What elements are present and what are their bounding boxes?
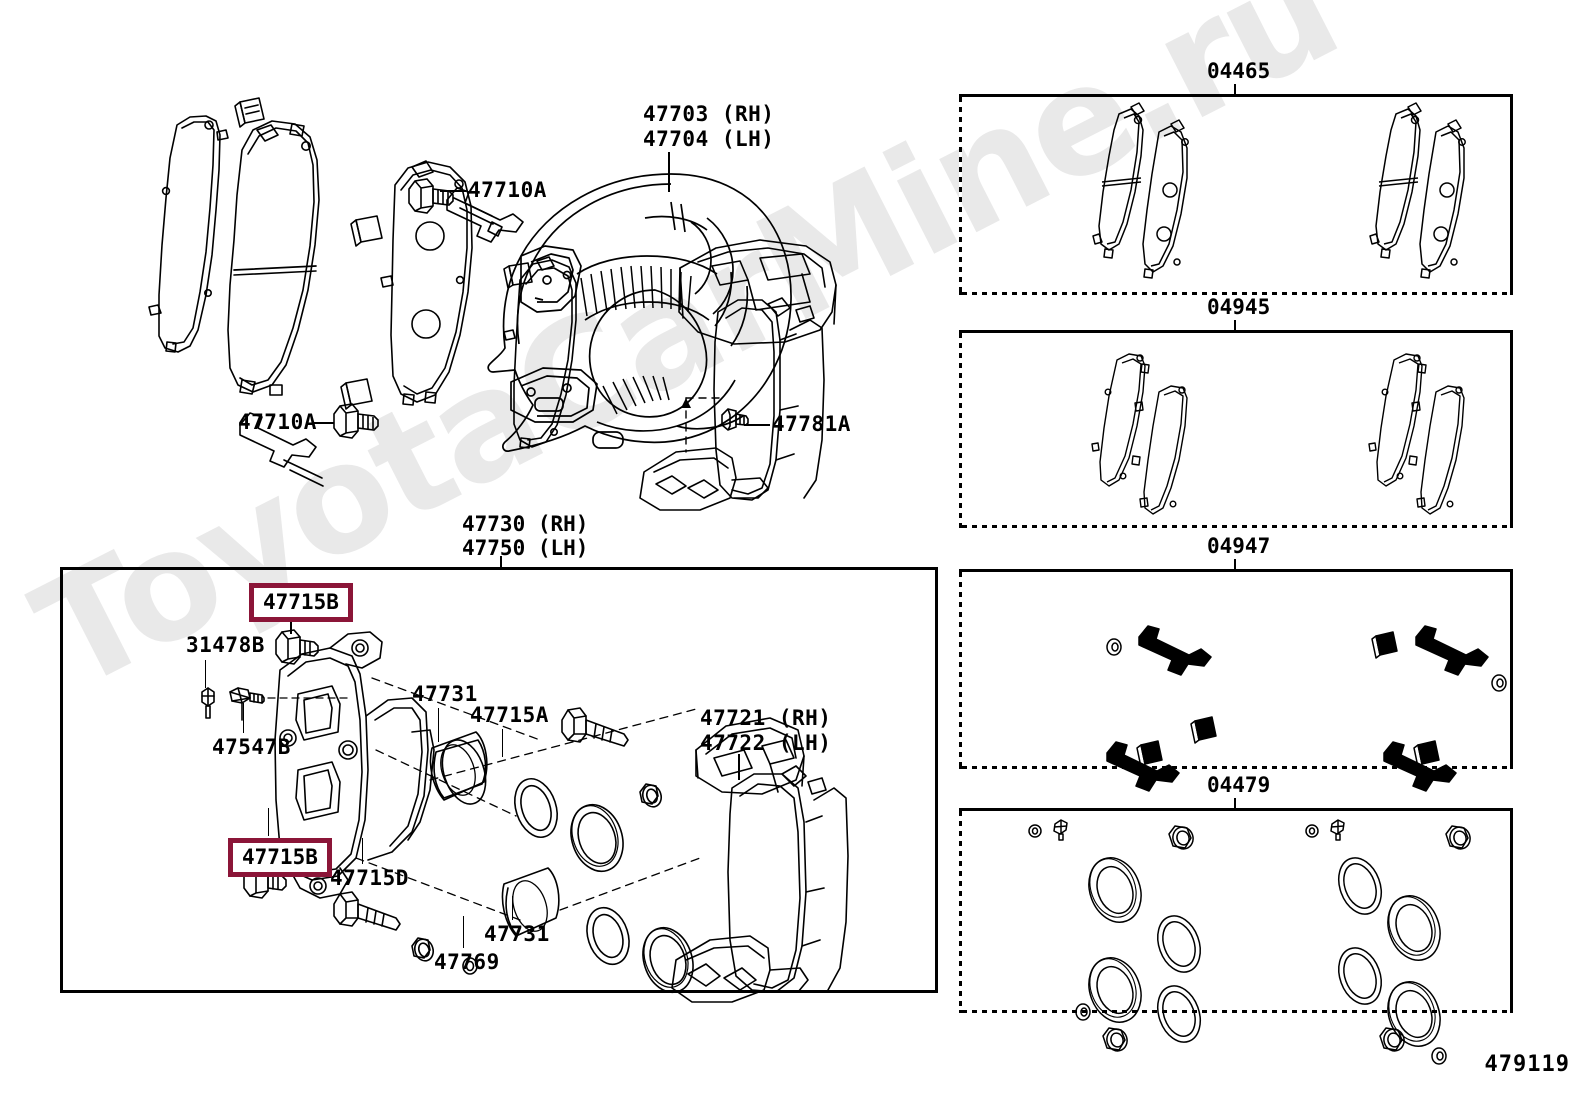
leader-31478B	[205, 660, 206, 688]
kit-title-04947: 04947	[1207, 534, 1271, 558]
disc-dust-cover-art	[485, 170, 805, 470]
leader-47781A	[744, 424, 770, 426]
label-47721: 47721 (RH)	[700, 706, 832, 730]
label-47715B-bottom: 47715B	[228, 838, 332, 877]
kit-title-04479: 04479	[1207, 773, 1271, 797]
label-47710A-lower: 47710A	[238, 410, 317, 434]
kit-title-04945: 04945	[1207, 295, 1271, 319]
label-31478B: 31478B	[186, 633, 265, 657]
label-47704: 47704 (LH)	[643, 126, 775, 151]
leader-47703	[668, 152, 670, 192]
caliper-assembly-panel	[60, 567, 938, 993]
label-47731-top: 47731	[412, 682, 478, 706]
label-47769: 47769	[434, 950, 500, 974]
kit-title-04465: 04465	[1207, 59, 1271, 83]
leader-kit-04465	[1234, 84, 1236, 94]
kit-04945-art	[959, 330, 1513, 528]
leader-47721	[738, 754, 740, 780]
caliper-title-rh: 47730 (RH)	[462, 512, 589, 536]
label-47703: 47703 (RH)	[643, 102, 775, 126]
caliper-bolt-lower-art	[330, 400, 390, 444]
leader-47731-top	[438, 708, 439, 742]
leader-caliper-title	[500, 556, 502, 568]
leader-47710A-lower	[314, 422, 334, 424]
leader-47715B-bottom	[268, 808, 269, 836]
kit-04465-art	[959, 94, 1513, 295]
leader-47547B	[243, 703, 244, 733]
leader-47715B-top	[290, 618, 292, 634]
label-47715B-top: 47715B	[249, 583, 353, 622]
kit-04947-art	[959, 569, 1513, 769]
label-47547B: 47547B	[212, 735, 291, 759]
leader-47731-bottom	[512, 896, 513, 920]
diagram-number: 479119	[1484, 1052, 1570, 1077]
leader-47715D	[362, 838, 363, 864]
caliper-panel-title: 47730 (RH) 47750 (LH)	[462, 512, 588, 560]
leader-kit-04945	[1234, 320, 1236, 330]
leader-kit-04947	[1234, 559, 1236, 569]
label-47715A: 47715A	[470, 703, 549, 727]
leader-47710A-upper	[440, 190, 466, 192]
label-47731-bottom: 47731	[484, 922, 550, 946]
label-47721-47722: 47721 (RH) 47722 (LH)	[700, 706, 831, 756]
label-47703-47704: 47703 (RH) 47704 (LH)	[643, 102, 774, 152]
caliper-title-lh: 47750 (LH)	[462, 536, 589, 560]
label-47715D: 47715D	[330, 866, 409, 890]
caliper-bolt-upper-art	[405, 175, 465, 219]
leader-47769	[463, 916, 464, 948]
caliper-exploded-art	[180, 620, 940, 990]
label-47710A-upper: 47710A	[468, 178, 547, 202]
leader-47715A	[502, 729, 503, 757]
front-brake-exploded-art	[120, 80, 980, 500]
kit-04479-art	[959, 808, 1513, 1013]
label-47781A: 47781A	[772, 412, 851, 436]
label-47722: 47722 (LH)	[700, 730, 832, 755]
leader-kit-04479	[1234, 798, 1236, 808]
